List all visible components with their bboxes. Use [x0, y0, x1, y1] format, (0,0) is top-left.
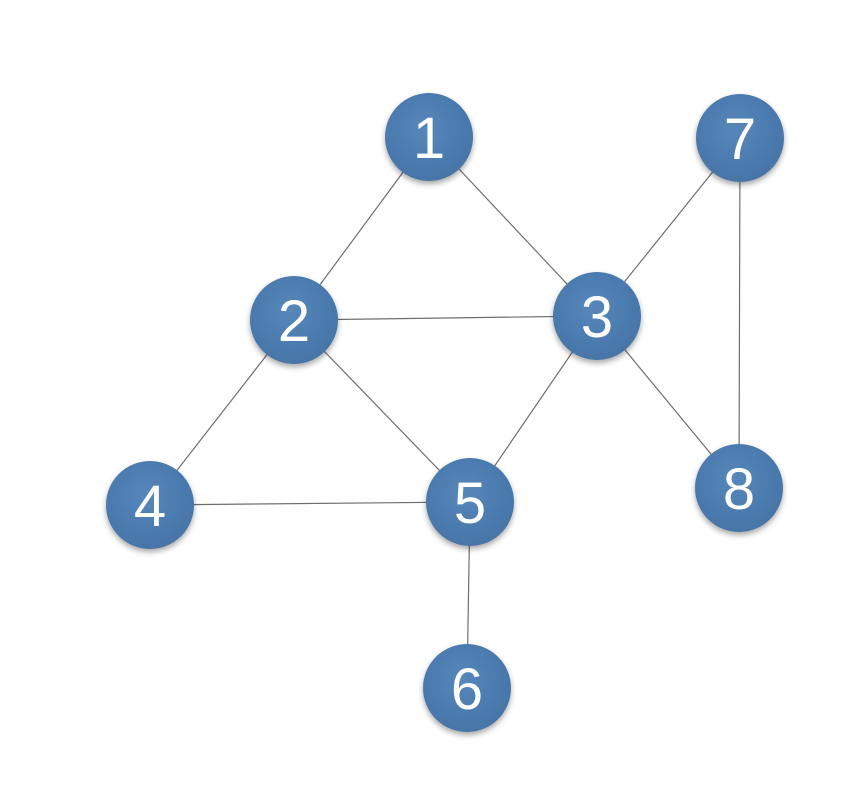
graph-node-circle-4[interactable]: [106, 461, 194, 549]
graph-node-7[interactable]: 7: [696, 94, 784, 182]
graph-node-6[interactable]: 6: [423, 644, 511, 732]
graph-node-circle-6[interactable]: [423, 644, 511, 732]
graph-edge-7-8: [738, 137, 741, 489]
graph-node-circle-3[interactable]: [553, 272, 641, 360]
graph-node-8[interactable]: 8: [695, 444, 783, 532]
graph-node-5[interactable]: 5: [426, 458, 514, 546]
graph-node-1[interactable]: 1: [385, 93, 473, 181]
graph-node-circle-7[interactable]: [696, 94, 784, 182]
node-layer: 1 2 3 4 5 6 7 8: [106, 93, 784, 732]
graph-node-circle-2[interactable]: [250, 276, 338, 364]
graph-edge-2-3: [293, 315, 598, 321]
graph-node-3[interactable]: 3: [553, 272, 641, 360]
graph-node-circle-8[interactable]: [695, 444, 783, 532]
edge-layer: [149, 136, 741, 689]
graph-node-circle-1[interactable]: [385, 93, 473, 181]
graph-node-circle-5[interactable]: [426, 458, 514, 546]
graph-node-4[interactable]: 4: [106, 461, 194, 549]
graph-node-2[interactable]: 2: [250, 276, 338, 364]
graph-edge-4-5: [149, 501, 471, 506]
